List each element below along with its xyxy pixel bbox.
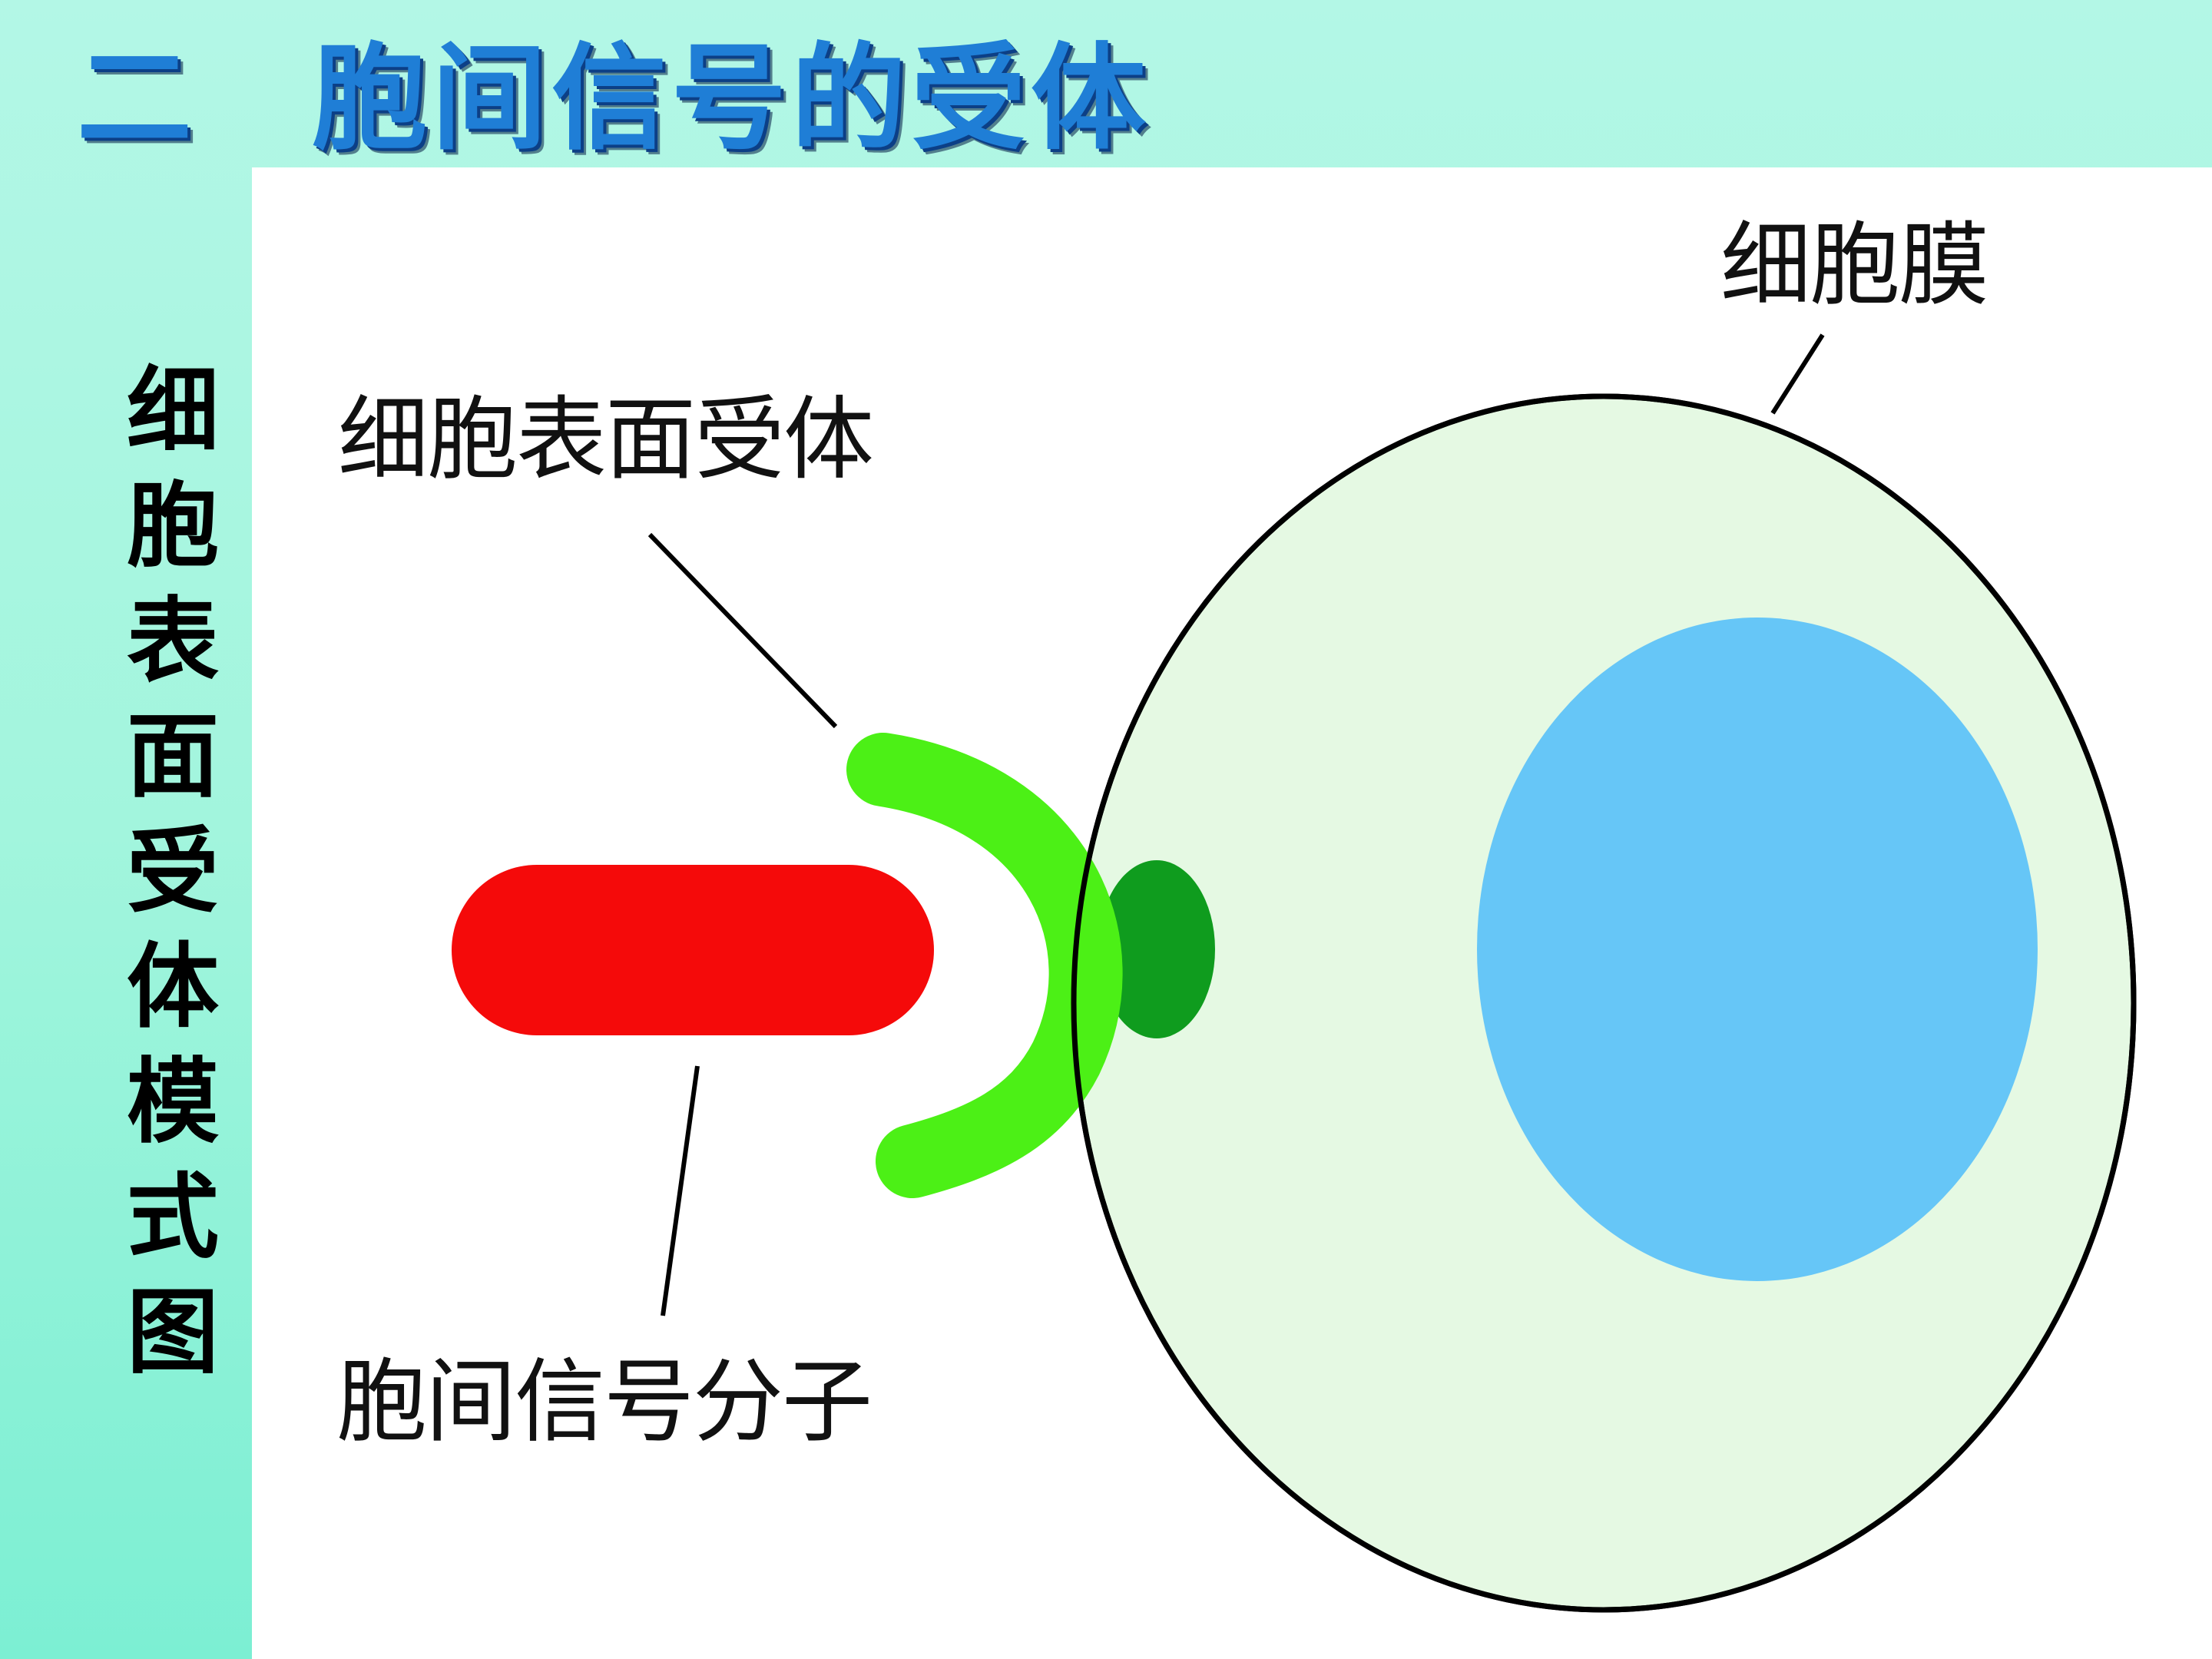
side-caption-char: 受 bbox=[127, 817, 219, 926]
signal-molecule-label: 胞间信号分子 bbox=[336, 1349, 873, 1455]
signal-molecule bbox=[452, 865, 934, 1035]
diagram-canvas: 细胞膜 细胞表面受体 胞间信号分子 bbox=[252, 167, 2212, 1659]
receptor-inner-part bbox=[1098, 860, 1215, 1038]
surface-receptor-label: 细胞表面受体 bbox=[338, 386, 874, 492]
side-caption-char: 式 bbox=[127, 1163, 219, 1271]
signal-leader-line bbox=[661, 1065, 700, 1316]
surface-receptor bbox=[846, 733, 1123, 1198]
side-caption-char: 图 bbox=[127, 1278, 219, 1386]
receptor-model-diagram bbox=[452, 333, 2137, 1613]
slide-title: 二 胞间信号的受体 bbox=[77, 15, 1151, 166]
side-caption-char: 模 bbox=[127, 1048, 219, 1156]
side-caption-char: 面 bbox=[127, 702, 219, 810]
side-caption-char: 细 bbox=[127, 356, 219, 465]
membrane-leader-line bbox=[1770, 333, 1825, 415]
nucleus bbox=[1477, 618, 2038, 1281]
receptor-leader-line bbox=[647, 532, 838, 729]
side-caption-char: 胞 bbox=[127, 472, 219, 580]
side-caption-char: 表 bbox=[127, 587, 219, 695]
title-text: 胞间信号的受体 bbox=[312, 31, 1151, 166]
side-caption: 细 胞 表 面 受 体 模 式 图 bbox=[115, 353, 230, 1390]
membrane-label: 细胞膜 bbox=[1720, 212, 1989, 318]
side-caption-char: 体 bbox=[127, 932, 219, 1041]
cell-membrane bbox=[1071, 393, 2137, 1613]
title-number: 二 bbox=[77, 31, 197, 166]
